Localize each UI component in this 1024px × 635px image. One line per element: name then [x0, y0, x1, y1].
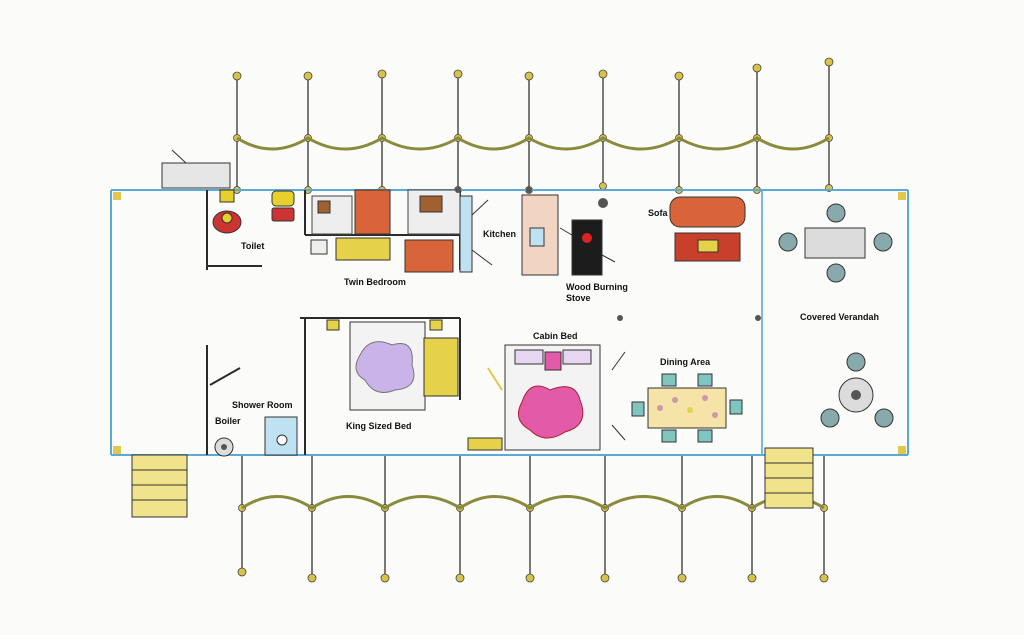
king-bed-furniture — [326, 319, 459, 411]
sofa-furniture — [669, 196, 746, 262]
kitchen-furniture — [471, 194, 559, 276]
top-pole-caps — [232, 57, 834, 194]
label-dining-area: Dining Area — [660, 357, 711, 367]
label-sofa: Sofa — [648, 208, 668, 218]
label-king-sized-bed: King Sized Bed — [346, 421, 412, 431]
label-cabin-bed: Cabin Bed — [533, 331, 578, 341]
label-boiler: Boiler — [215, 416, 241, 426]
twin-bedroom-furniture — [310, 189, 473, 273]
label-shower-room: Shower Room — [232, 400, 293, 410]
label-wood-burning-stove: Wood Burning Stove — [566, 282, 628, 303]
right-steps — [764, 447, 814, 509]
wood-stove — [559, 198, 616, 276]
cabin-bed-furniture — [467, 344, 626, 451]
verandah-table-top — [778, 203, 893, 283]
label-covered-verandah: Covered Verandah — [800, 312, 880, 322]
left-steps — [131, 454, 188, 518]
label-twin-bedroom: Twin Bedroom — [344, 277, 406, 287]
label-kitchen: Kitchen — [483, 229, 517, 239]
top-tent-poles — [236, 62, 830, 190]
verandah-table-round — [820, 352, 894, 428]
bottom-tent-poles — [241, 455, 825, 578]
toilet-fixtures — [212, 189, 295, 234]
dining-table — [631, 373, 743, 443]
bottom-pole-caps — [237, 504, 829, 583]
label-toilet: Toilet — [241, 241, 265, 251]
interior-posts — [455, 187, 761, 321]
shower-room-fixtures — [214, 416, 298, 457]
water-tank — [161, 149, 231, 189]
bottom-guy-ropes — [241, 495, 825, 510]
top-guy-ropes — [236, 136, 830, 151]
